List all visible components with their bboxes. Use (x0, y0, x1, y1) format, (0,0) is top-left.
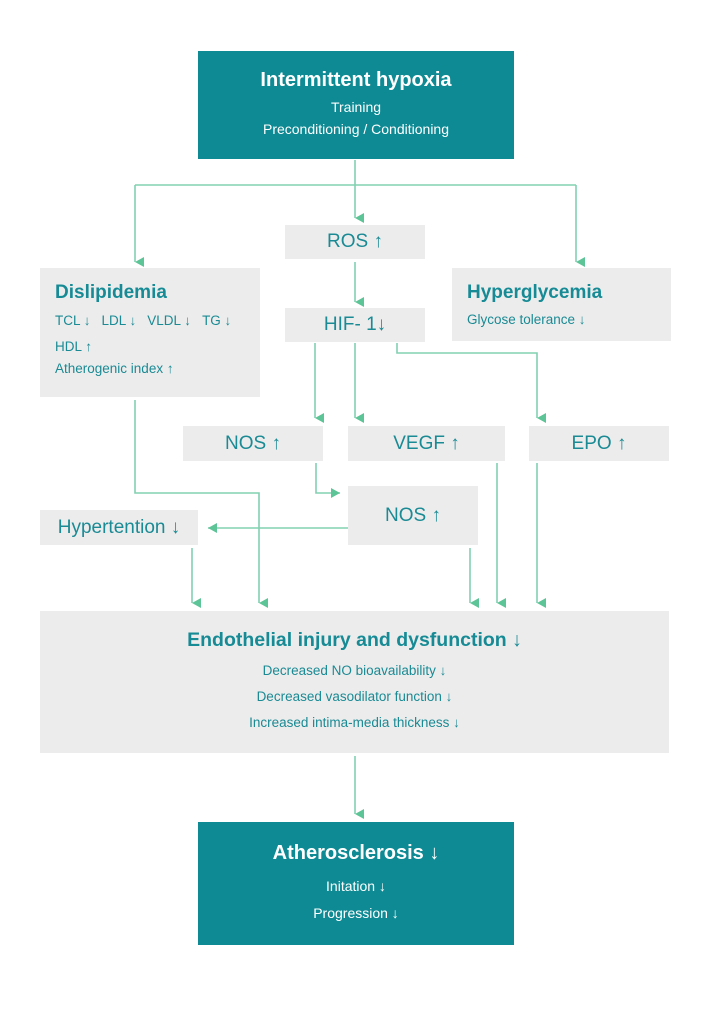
vegf-label: VEGF ↑ (393, 432, 460, 454)
vldl-label: VLDL ↓ (147, 313, 192, 328)
hypertension-label: Hypertention ↓ (57, 516, 181, 538)
nos-secondary-box: NOS ↑ (348, 486, 478, 545)
nos-box: NOS ↑ (183, 426, 323, 461)
atherosclerosis-title: Atherosclerosis ↓ (272, 842, 440, 864)
hypertension-box: Hypertention ↓ (40, 510, 198, 545)
intermittent-hypoxia-box: Intermittent hypoxia Training Preconditi… (198, 51, 514, 159)
tcl-label: TCL ↓ (55, 313, 91, 328)
endothelial-title: Endothelial injury and dysfunction ↓ (187, 629, 522, 651)
nos-secondary-label: NOS ↑ (385, 504, 441, 526)
ros-box: ROS ↑ (285, 225, 425, 259)
arrow-nos-to-nos2 (315, 463, 340, 498)
no-bioavailability-label: Decreased NO bioavailability ↓ (262, 663, 447, 678)
hdl-label: HDL ↑ (55, 339, 93, 354)
epo-label: EPO ↑ (571, 432, 627, 454)
dislipidemia-box: Dislipidemia TCL ↓ LDL ↓ VLDL ↓ TG ↓ HDL… (40, 268, 260, 397)
ros-label: ROS ↑ (327, 231, 383, 252)
preconditioning-label: Preconditioning / Conditioning (262, 121, 449, 137)
hif-box: HIF- 1↓ (285, 308, 425, 342)
intermittent-hypoxia-title: Intermittent hypoxia (260, 69, 452, 91)
hif-label: HIF- 1↓ (323, 314, 387, 335)
arrow-dislipidemia-to-endothelial (134, 400, 268, 608)
dislipidemia-title: Dislipidemia (55, 282, 167, 303)
nos-label: NOS ↑ (225, 432, 281, 454)
epo-box: EPO ↑ (529, 426, 669, 461)
intima-media-thickness-label: Increased intima-media thickness ↓ (249, 715, 460, 730)
vasodilator-function-label: Decreased vasodilator function ↓ (256, 689, 453, 704)
atherogenic-index-label: Atherogenic index ↑ (55, 361, 174, 376)
arrow-hypoxia-to-dislipidemia (135, 184, 576, 262)
progression-label: Progression ↓ (313, 905, 399, 921)
ldl-label: LDL ↓ (101, 313, 137, 328)
endothelial-box: Endothelial injury and dysfunction ↓ Dec… (40, 611, 669, 753)
hyperglycemia-title: Hyperglycemia (467, 282, 603, 303)
initiation-label: Initation ↓ (326, 878, 386, 894)
tg-label: TG ↓ (202, 313, 232, 328)
glycose-tolerance-label: Glycose tolerance ↓ (467, 312, 586, 327)
training-label: Training (330, 99, 382, 115)
hyperglycemia-box: Hyperglycemia Glycose tolerance ↓ (452, 268, 671, 341)
vegf-box: VEGF ↑ (348, 426, 505, 461)
atherosclerosis-box: Atherosclerosis ↓ Initation ↓ Progressio… (198, 822, 514, 945)
arrow-hif-to-epo (396, 343, 546, 423)
